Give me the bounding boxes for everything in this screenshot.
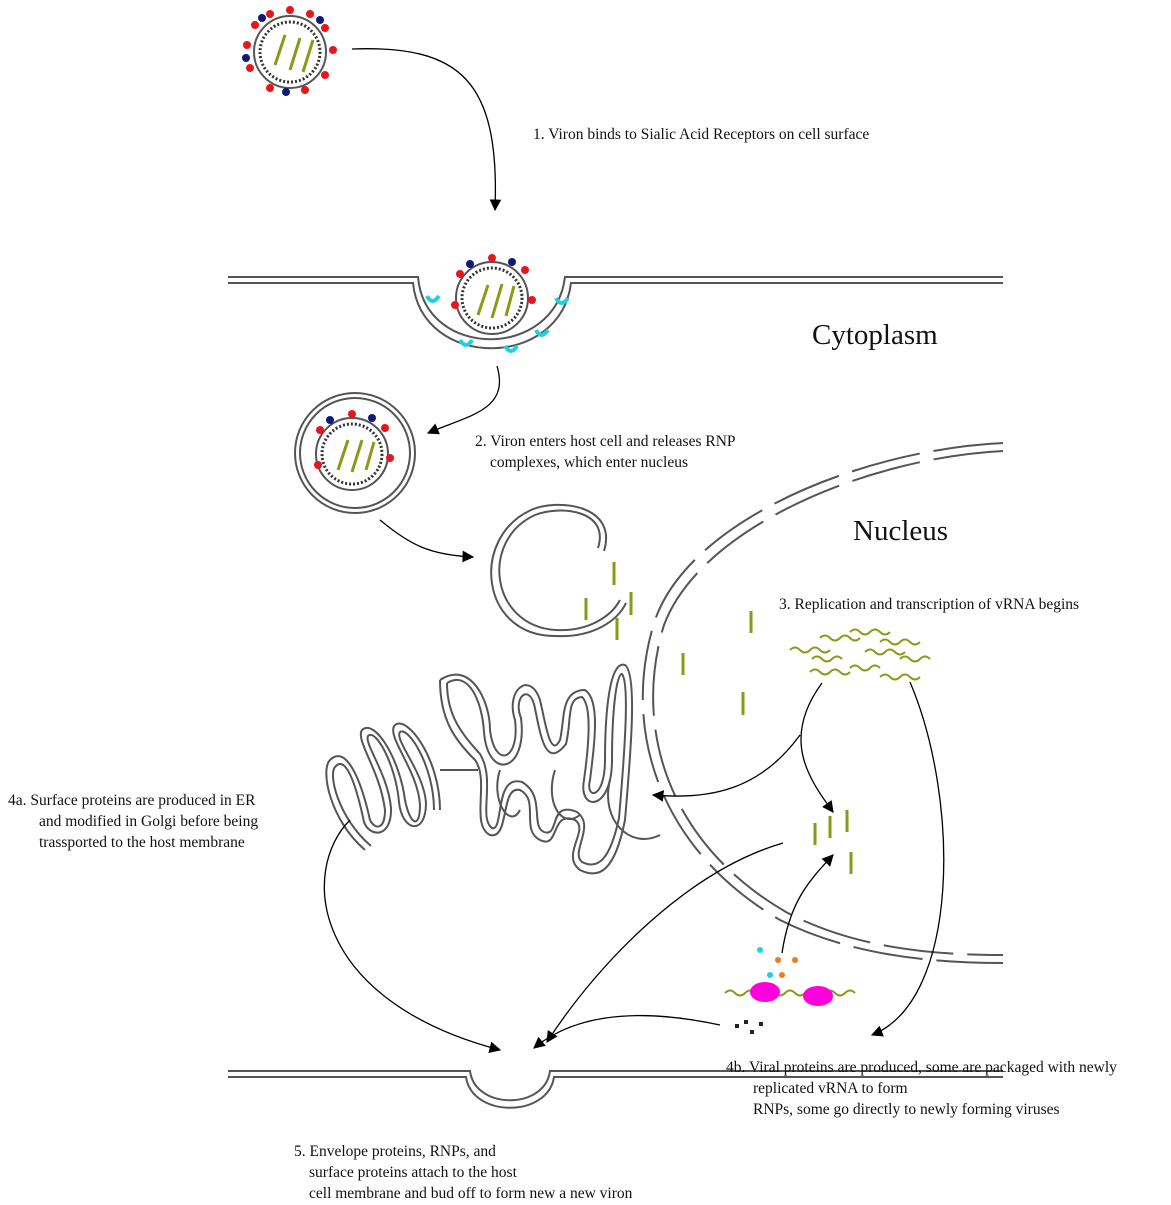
step-4b-line-1: 4b. Viral proteins are produced, some ar… <box>726 1057 1117 1078</box>
step-5-line-2: surface proteins attach to the host <box>294 1162 632 1183</box>
ribosomes <box>725 947 855 1006</box>
endoplasmic-reticulum-golgi <box>326 665 660 874</box>
step-4a-line-3: trassported to the host membrane <box>8 832 258 853</box>
nucleus-label: Nucleus <box>853 514 948 548</box>
step-4b-line-3: RNPs, some go directly to newly forming … <box>726 1099 1117 1120</box>
opened-endosome <box>491 505 626 636</box>
cytoplasm-label: Cytoplasm <box>812 318 938 352</box>
arrows <box>324 49 943 1050</box>
step-1-line-1: 1. Viron binds to Sialic Acid Receptors … <box>533 124 869 145</box>
step-4b-line-2: replicated vRNA to form <box>726 1078 1117 1099</box>
step-3-line-1: 3. Replication and transcription of vRNA… <box>779 594 1079 615</box>
step-4a-line-2: and modified in Golgi before being <box>8 811 258 832</box>
step-5-line-3: cell membrane and bud off to form new a … <box>294 1183 632 1204</box>
step-3-label: 3. Replication and transcription of vRNA… <box>779 594 1079 615</box>
endosome-virion <box>314 410 394 490</box>
step-4a-line-1: 4a. Surface proteins are produced in ER <box>8 790 258 811</box>
vrna-transcripts <box>790 630 930 680</box>
step-2-line-1: 2. Viron enters host cell and releases R… <box>475 431 736 452</box>
step-4a-label: 4a. Surface proteins are produced in ER … <box>8 790 258 853</box>
step-5-line-1: 5. Envelope proteins, RNPs, and <box>294 1141 632 1162</box>
step-2-label: 2. Viron enters host cell and releases R… <box>475 431 736 473</box>
envelope-proteins <box>735 1020 763 1034</box>
step-1-label: 1. Viron binds to Sialic Acid Receptors … <box>533 124 869 145</box>
step-5-label: 5. Envelope proteins, RNPs, and surface … <box>294 1141 632 1204</box>
step-4b-label: 4b. Viral proteins are produced, some ar… <box>726 1057 1117 1120</box>
step-2-line-2: complexes, which enter nucleus <box>475 452 736 473</box>
free-virion <box>242 6 337 96</box>
endosome <box>295 393 415 513</box>
